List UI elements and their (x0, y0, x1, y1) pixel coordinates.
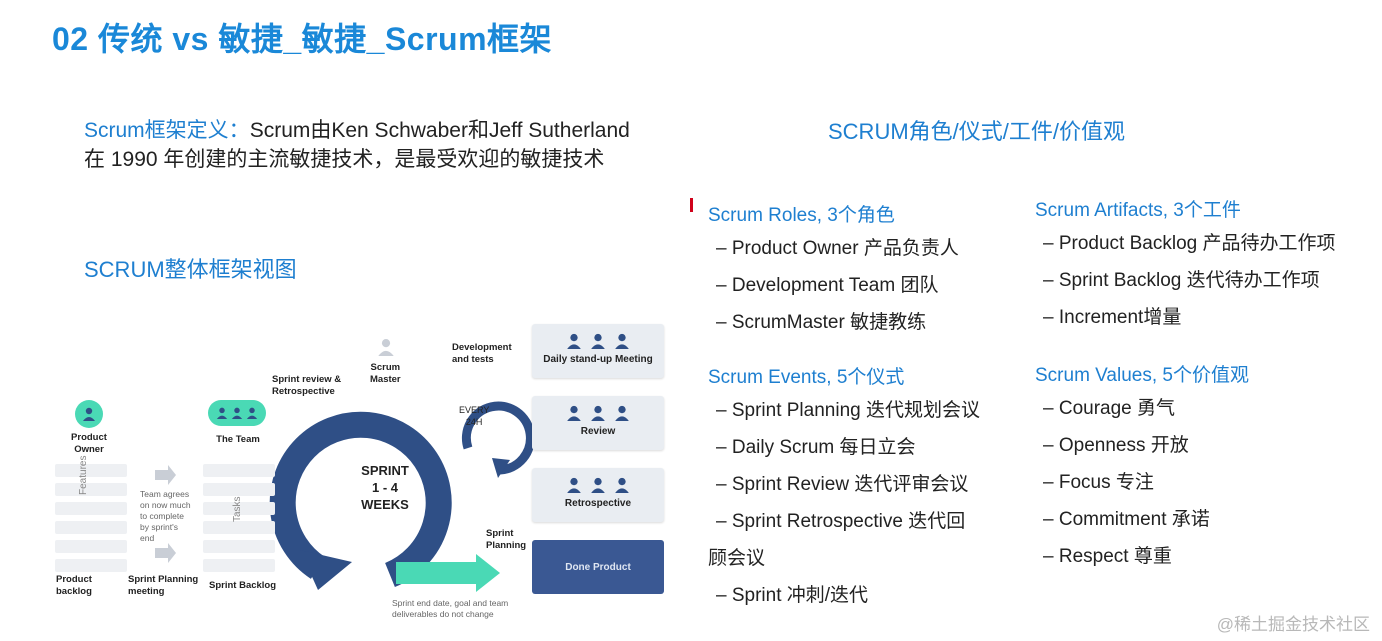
list-item: – Sprint Planning 迭代规划会议 (716, 400, 980, 421)
roles-title: Scrum Roles, 3个角色 (708, 205, 895, 226)
list-item: – Daily Scrum 每日立会 (716, 437, 916, 458)
list-item: – Increment增量 (1043, 307, 1182, 328)
person-icon (591, 477, 605, 493)
list-item: – Focus 专注 (1043, 472, 1154, 493)
view-heading: SCRUM整体框架视图 (84, 257, 297, 282)
list-item: – Respect 尊重 (1043, 546, 1172, 567)
sprint-review-retro-label: Sprint review & Retrospective (272, 374, 342, 397)
person-icon (567, 405, 581, 421)
roles-list: – Product Owner 产品负责人 – Development Team… (716, 230, 959, 341)
list-item: – Sprint Retrospective 迭代回 (716, 511, 966, 532)
product-owner-icon (75, 400, 103, 428)
list-item: – ScrumMaster 敏捷教练 (716, 312, 927, 333)
people-icons (532, 477, 664, 493)
review-label: Review (580, 426, 616, 437)
done-product-label: Done Product (565, 561, 631, 573)
list-item: – Product Owner 产品负责人 (716, 238, 959, 259)
sprint-cycle-arrowhead (300, 550, 352, 590)
sprint-backlog-bars (203, 464, 275, 578)
diagram-shapes (155, 401, 535, 592)
retrospective-label: Retrospective (564, 498, 632, 509)
arrow-icon (155, 543, 176, 563)
scrum-master-label: Scrum Master (370, 362, 401, 385)
list-item: – Product Backlog 产品待办工作项 (1043, 233, 1336, 254)
scrum-master-icon (378, 339, 394, 356)
review-box: Review (532, 396, 664, 450)
person-icon (615, 477, 629, 493)
values-title: Scrum Values, 5个价值观 (1035, 365, 1249, 386)
events-title: Scrum Events, 5个仪式 (708, 367, 905, 388)
sprint-planning-label: Sprint Planning (486, 528, 527, 551)
features-label: Features (78, 455, 89, 495)
list-item: – Sprint Backlog 迭代待办工作项 (1043, 270, 1320, 291)
list-item: – Sprint 冲刺/迭代 (716, 585, 869, 606)
daily-cycle-arrowhead (492, 458, 510, 478)
watermark: @稀土掘金技术社区 (1216, 615, 1370, 634)
daily-cycle-arc (461, 401, 535, 475)
list-item: – Courage 勇气 (1043, 398, 1176, 419)
team-label: The Team (216, 434, 260, 445)
every-24h-label: EVERY 24H (459, 405, 490, 427)
team-icon (208, 400, 266, 426)
definition-line2: 在 1990 年创建的主流敏捷技术，是最受欢迎的敏捷技术 (84, 148, 605, 171)
sprint-center-label: SPRINT 1 - 4 WEEKS (361, 463, 409, 512)
people-icons (532, 333, 664, 349)
artifacts-list: – Product Backlog 产品待办工作项 – Sprint Backl… (1043, 225, 1335, 336)
person-icon (591, 405, 605, 421)
list-item: 顾会议 (708, 548, 766, 569)
product-backlog-label: Product backlog (56, 574, 92, 597)
team-agrees-text: Team agrees on now much to complete by s… (140, 489, 191, 543)
person-icon (567, 477, 581, 493)
values-list: – Courage 勇气 – Openness 开放 – Focus 专注 – … (1043, 390, 1210, 575)
definition-block: Scrum框架定义：Scrum由Ken Schwaber和Jeff Suther… (84, 116, 630, 174)
person-icon (591, 333, 605, 349)
sprint-backlog-label: Sprint Backlog (209, 580, 277, 591)
product-backlog-bars (55, 464, 127, 578)
scrum-diagram: Product Owner The Team Features Tasks Te… (0, 300, 680, 630)
teal-arrow-body (396, 562, 476, 584)
person-icon (615, 333, 629, 349)
sprint-planning-meeting-label: Sprint Planning meeting (128, 574, 199, 597)
daily-standup-box: Daily stand-up Meeting (532, 324, 664, 378)
tasks-label: Tasks (232, 496, 243, 522)
red-marker (690, 198, 693, 212)
definition-line1: Scrum由Ken Schwaber和Jeff Sutherland (249, 119, 630, 142)
list-item: – Sprint Review 迭代评审会议 (716, 474, 969, 495)
list-item: – Commitment 承诺 (1043, 509, 1210, 530)
dev-tests-label: Development and tests (452, 342, 512, 365)
footnote-text: Sprint end date, goal and team deliverab… (392, 598, 509, 619)
definition-label: Scrum框架定义： (84, 119, 250, 142)
slide-title: 02 传统 vs 敏捷_敏捷_Scrum框架 (52, 21, 553, 57)
arrow-icon (155, 465, 176, 485)
people-icons (532, 405, 664, 421)
person-icon (615, 405, 629, 421)
daily-standup-label: Daily stand-up Meeting (543, 354, 653, 365)
sprint-cycle-arc (269, 411, 452, 588)
events-list: – Sprint Planning 迭代规划会议 – Daily Scrum 每… (708, 392, 980, 614)
artifacts-title: Scrum Artifacts, 3个工件 (1035, 200, 1241, 221)
teal-arrow-head (476, 554, 500, 592)
person-icon (567, 333, 581, 349)
done-product-box: Done Product (532, 540, 664, 594)
list-item: – Development Team 团队 (716, 275, 939, 296)
right-heading: SCRUM角色/仪式/工件/价值观 (828, 119, 1126, 144)
list-item: – Openness 开放 (1043, 435, 1189, 456)
retrospective-box: Retrospective (532, 468, 664, 522)
product-owner-label: Product Owner (71, 432, 107, 455)
